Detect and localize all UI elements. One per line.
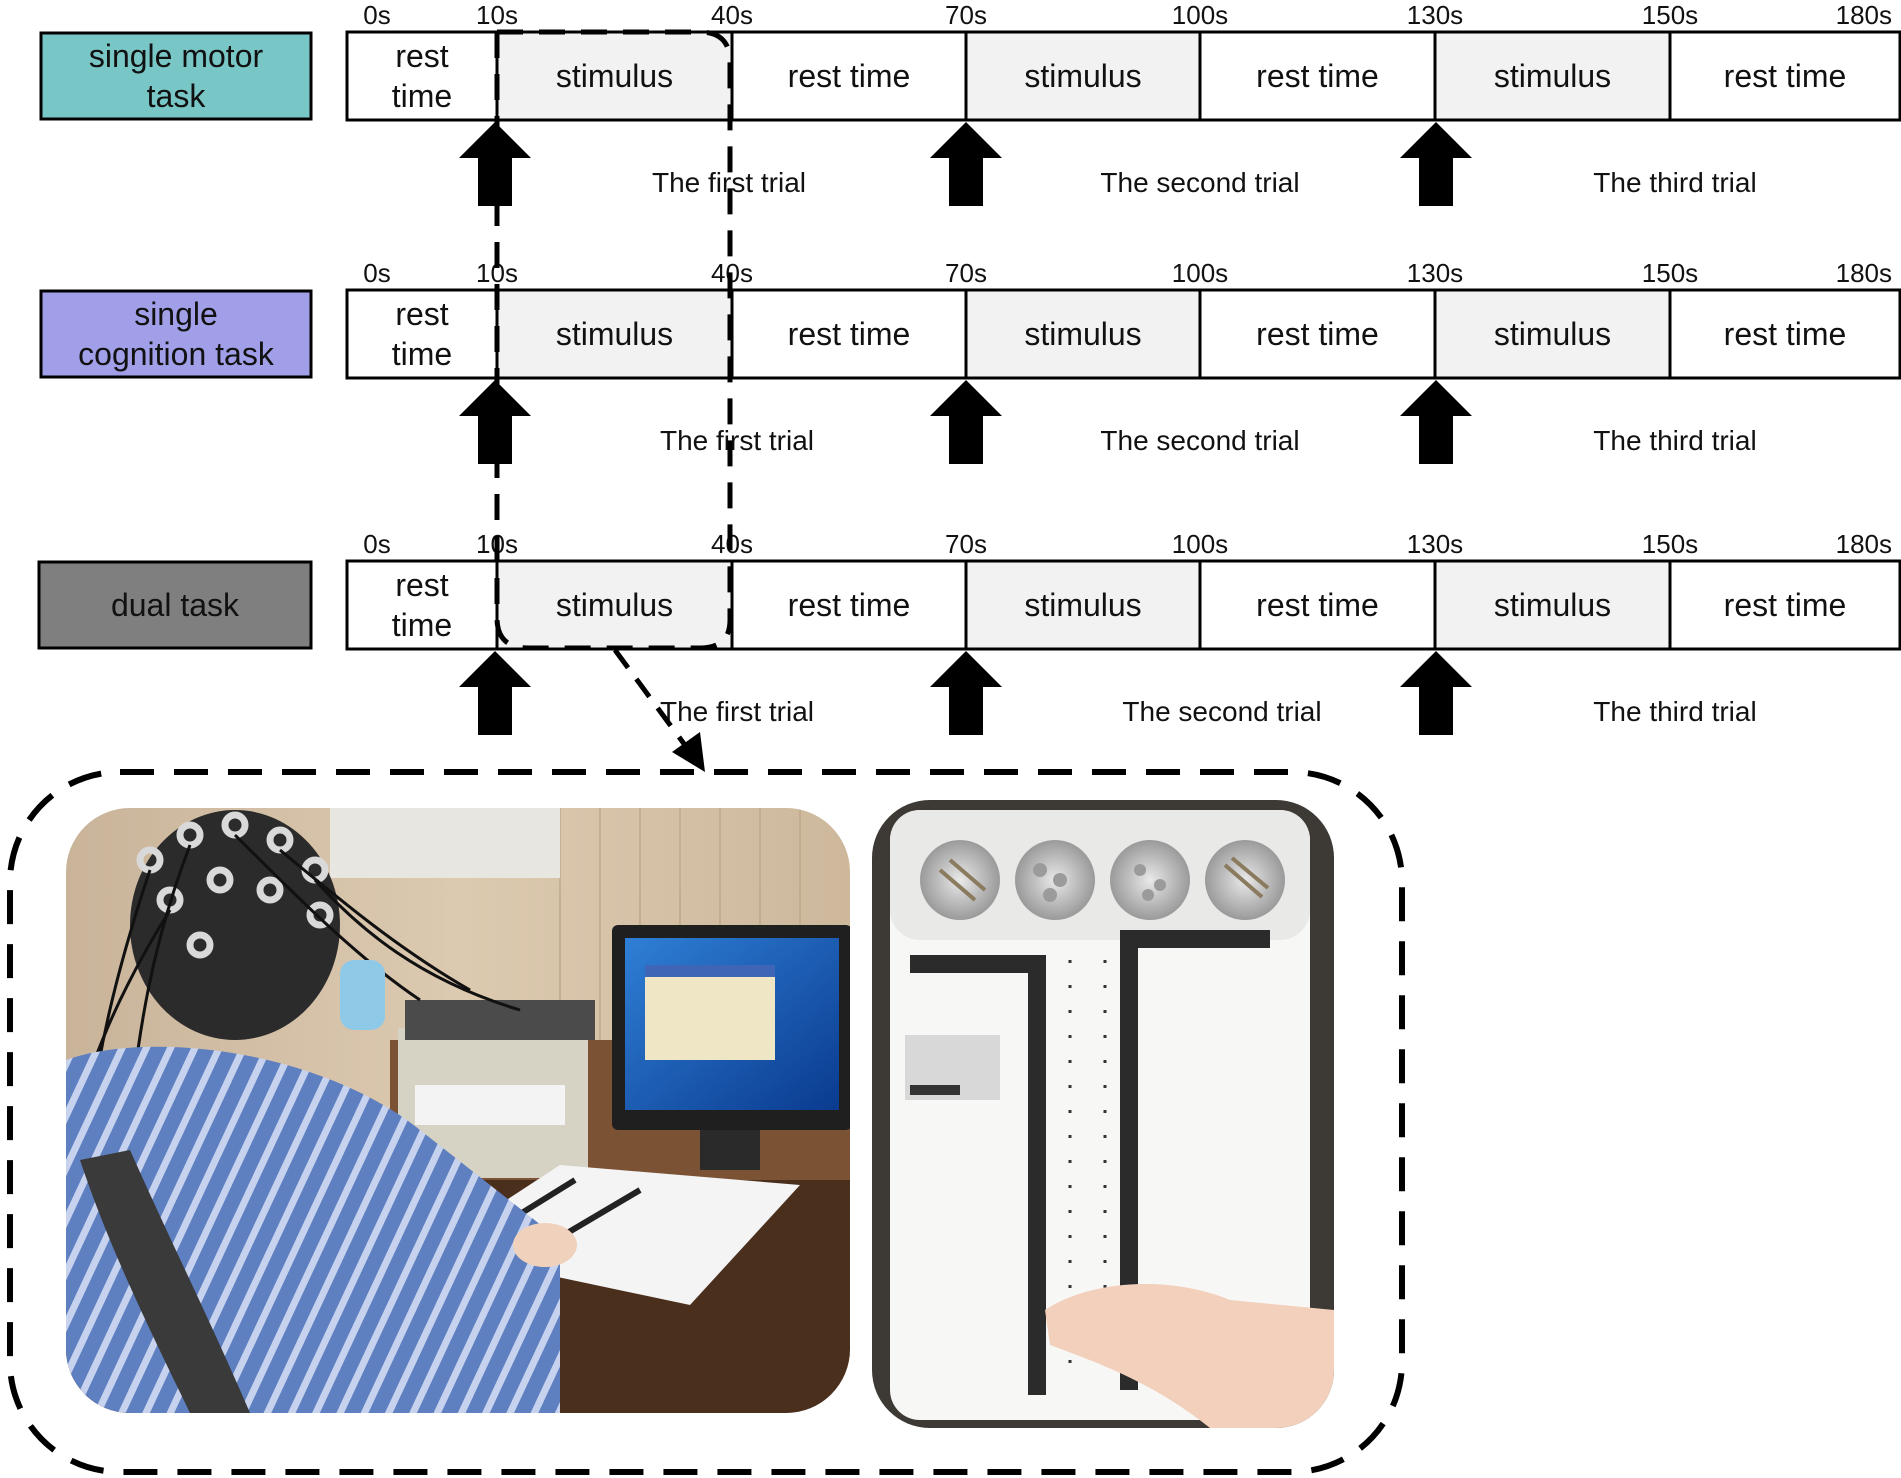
rest-segment xyxy=(1198,559,1437,651)
trial-label: The third trial xyxy=(1593,167,1756,198)
time-tick-label: 180s xyxy=(1836,0,1892,30)
segment-label: rest time xyxy=(1256,58,1379,94)
trial-label: The second trial xyxy=(1122,696,1321,727)
time-tick-label: 10s xyxy=(476,0,518,30)
time-tick-label: 70s xyxy=(945,258,987,288)
task-label-box xyxy=(39,31,313,121)
up-arrow-icon xyxy=(1400,380,1472,464)
segment-label: stimulus xyxy=(1024,587,1141,623)
segment-label: stimulus xyxy=(556,316,673,352)
up-arrow-icon xyxy=(459,651,531,735)
dashed-highlight-region xyxy=(494,29,733,651)
segment-label: stimulus xyxy=(1494,58,1611,94)
up-arrow-icon xyxy=(1400,651,1472,735)
stimulus-segment xyxy=(964,559,1202,651)
task-label-box xyxy=(39,289,313,379)
segment-label: rest time xyxy=(788,316,911,352)
task-label-box xyxy=(37,560,313,650)
time-tick-label: 70s xyxy=(945,0,987,30)
stimulus-segment xyxy=(964,30,1202,122)
eeg-experiment-photo xyxy=(66,808,850,1413)
segment-label: rest time xyxy=(788,587,911,623)
segment-label: stimulus xyxy=(1494,587,1611,623)
up-arrow-icon xyxy=(930,651,1002,735)
time-tick-label: 130s xyxy=(1407,529,1463,559)
rest-segment xyxy=(345,559,499,651)
segment-label: stimulus xyxy=(556,587,673,623)
trial-label: The third trial xyxy=(1593,425,1756,456)
dashed-pointer-arrow-icon xyxy=(672,732,705,772)
dashed-pointer-line xyxy=(612,648,693,754)
segment-label: rest time xyxy=(788,58,911,94)
time-tick-label: 180s xyxy=(1836,529,1892,559)
time-tick-label: 100s xyxy=(1172,258,1228,288)
time-tick-label: 180s xyxy=(1836,258,1892,288)
time-tick-label: 40s xyxy=(711,0,753,30)
time-tick-label: 0s xyxy=(363,258,390,288)
segment-label: stimulus xyxy=(1494,316,1611,352)
stimulus-segment xyxy=(1433,559,1672,651)
pegboard-photo xyxy=(872,800,1334,1428)
time-tick-label: 0s xyxy=(363,0,390,30)
segment-label: rest time xyxy=(1256,316,1379,352)
segment-label: stimulus xyxy=(556,58,673,94)
rest-segment xyxy=(345,288,499,380)
rest-segment xyxy=(730,30,968,122)
rest-segment xyxy=(1668,288,1901,380)
time-tick-label: 70s xyxy=(945,529,987,559)
trial-label: The second trial xyxy=(1100,425,1299,456)
time-tick-label: 130s xyxy=(1407,0,1463,30)
time-tick-label: 130s xyxy=(1407,258,1463,288)
up-arrow-icon xyxy=(930,380,1002,464)
stimulus-segment xyxy=(1433,288,1672,380)
time-tick-label: 100s xyxy=(1172,0,1228,30)
trial-label: The third trial xyxy=(1593,696,1756,727)
task-label: dual task xyxy=(111,587,240,623)
time-tick-label: 100s xyxy=(1172,529,1228,559)
segment-label: rest time xyxy=(1724,587,1847,623)
up-arrow-icon xyxy=(1400,122,1472,206)
rest-segment xyxy=(1198,30,1437,122)
rest-segment xyxy=(1198,288,1437,380)
segment-label: stimulus xyxy=(1024,316,1141,352)
trial-label: The first trial xyxy=(660,696,814,727)
segment-label: rest time xyxy=(1724,316,1847,352)
stimulus-segment xyxy=(495,30,734,122)
time-tick-label: 150s xyxy=(1642,258,1698,288)
trial-label: The first trial xyxy=(660,425,814,456)
rest-segment xyxy=(1668,559,1901,651)
segment-label: rest time xyxy=(1724,58,1847,94)
segment-label: stimulus xyxy=(1024,58,1141,94)
stimulus-segment xyxy=(1433,30,1672,122)
time-tick-label: 150s xyxy=(1642,0,1698,30)
time-tick-label: 0s xyxy=(363,529,390,559)
up-arrow-icon xyxy=(930,122,1002,206)
trial-label: The second trial xyxy=(1100,167,1299,198)
photo-panel-dashed-frame xyxy=(7,769,1405,1475)
rest-segment xyxy=(1668,30,1901,122)
segment-label: rest time xyxy=(1256,587,1379,623)
time-tick-label: 150s xyxy=(1642,529,1698,559)
